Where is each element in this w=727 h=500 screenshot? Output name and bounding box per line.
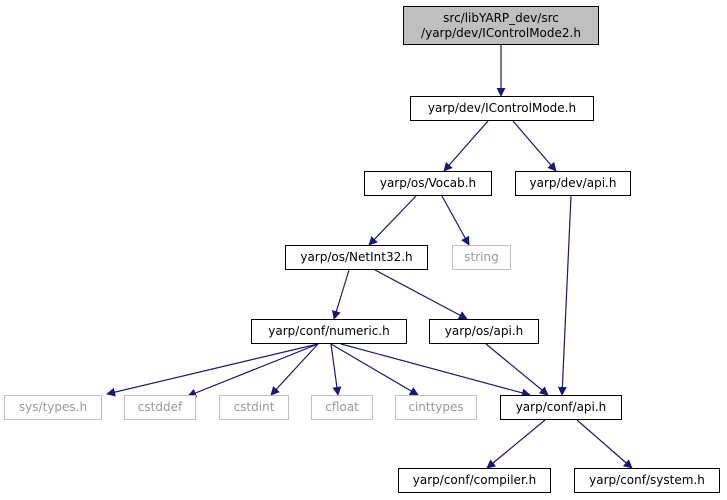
edge-vocab-to-netint32 (368, 195, 417, 246)
edge-netint32-to-os-api (374, 269, 468, 320)
edge-numeric-to-cstddef (187, 343, 319, 398)
edge-netint32-to-numeric (332, 269, 350, 320)
node-icontrolmode-h[interactable]: yarp/dev/IControlMode.h (410, 96, 594, 121)
edge-vocab-to-string (441, 195, 470, 246)
node-string: string (452, 245, 511, 270)
node-compiler-h[interactable]: yarp/conf/compiler.h (398, 468, 551, 493)
node-system-h[interactable]: yarp/conf/system.h (574, 468, 720, 493)
node-cfloat: cfloat (311, 395, 373, 420)
node-netint32-h[interactable]: yarp/os/NetInt32.h (285, 245, 428, 270)
node-os-api-h[interactable]: yarp/os/api.h (429, 319, 539, 344)
node-vocab-h[interactable]: yarp/os/Vocab.h (364, 171, 492, 196)
node-dev-api-h[interactable]: yarp/dev/api.h (515, 171, 631, 196)
edge-conf-api-to-compiler (486, 419, 546, 469)
edge-icontrolmode-to-dev-api (512, 120, 557, 172)
node-numeric-h[interactable]: yarp/conf/numeric.h (251, 319, 407, 344)
edge-dev-api-to-conf-api (557, 195, 572, 396)
node-conf-api-h[interactable]: yarp/conf/api.h (500, 395, 622, 420)
node-icontrolmode2-h: src/libYARP_dev/src /yarp/dev/IControlMo… (403, 6, 599, 45)
edge-numeric-to-sys-types (106, 343, 319, 397)
node-cstddef: cstddef (124, 395, 196, 420)
node-sys-types-h: sys/types.h (4, 395, 102, 420)
edge-numeric-to-cstdint (270, 343, 319, 396)
edge-conf-api-to-system (576, 419, 633, 469)
edge-os-api-to-conf-api (485, 343, 549, 396)
node-cinttypes: cinttypes (395, 395, 477, 420)
edge-numeric-to-cinttypes (330, 343, 419, 396)
edge-numeric-to-cfloat (330, 343, 342, 396)
edge-icontrolmode-to-vocab (443, 120, 489, 172)
node-cstdint: cstdint (219, 395, 289, 420)
node-root-line1: src/libYARP_dev/src (443, 10, 559, 25)
node-root-line2: /yarp/dev/IControlMode2.h (421, 25, 581, 40)
edge-numeric-to-conf-api (340, 343, 531, 398)
